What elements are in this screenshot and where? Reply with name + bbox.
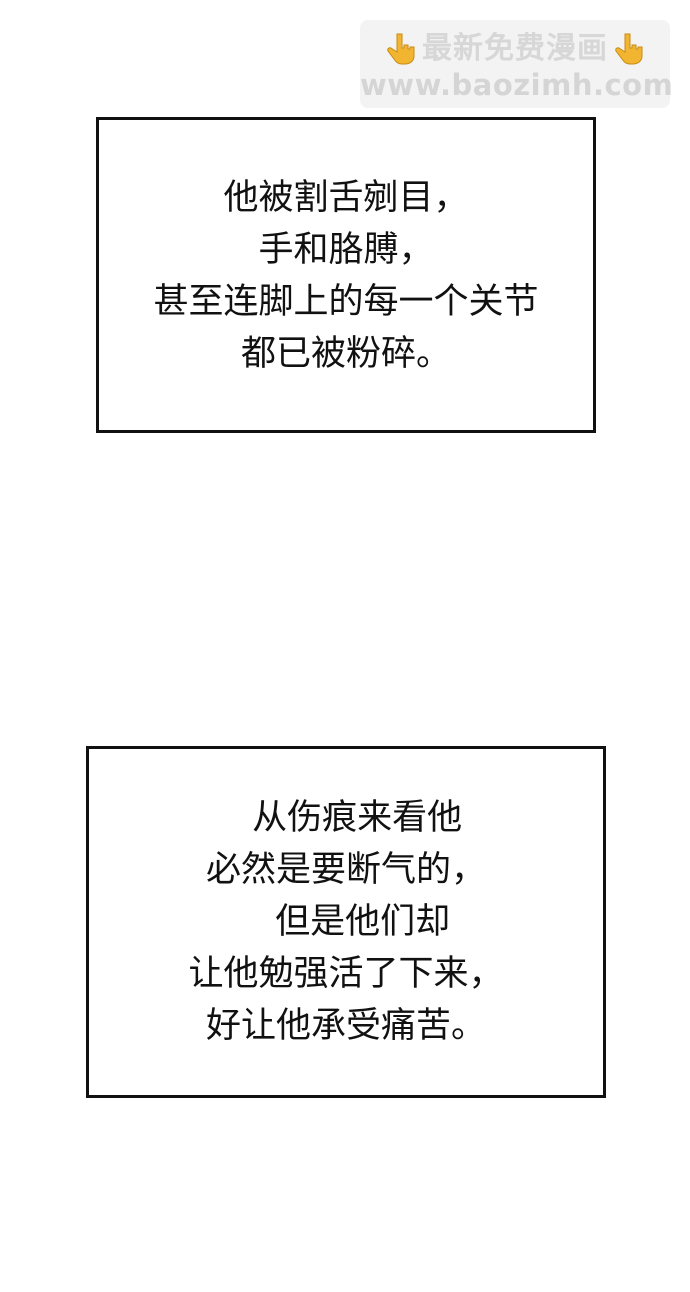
pointing-down-hand-icon bbox=[614, 32, 644, 66]
narration-text-2: 从伤痕来看他 必然是要断气的， 但是他们却 让他勉强活了下来， 好让他承受痛苦。 bbox=[188, 792, 503, 1052]
narration-line: 手和胳膊， bbox=[258, 230, 434, 270]
pointing-down-hand-icon bbox=[386, 32, 416, 66]
narration-line: 但是他们却 bbox=[241, 902, 451, 942]
narration-line: 必然是要断气的， bbox=[205, 850, 486, 890]
narration-line: 好让他承受痛苦。 bbox=[205, 1006, 486, 1046]
narration-line: 都已被粉碎。 bbox=[240, 334, 451, 374]
watermark-title-row: 最新免费漫画 bbox=[360, 30, 670, 68]
watermark-badge: 最新免费漫画 www.baozimh.com bbox=[360, 20, 674, 108]
narration-box-1: 他被割舌剜目， 手和胳膊， 甚至连脚上的每一个关节 都已被粉碎。 bbox=[96, 117, 596, 433]
watermark-url: www.baozimh.com bbox=[360, 68, 674, 102]
narration-line: 让他勉强活了下来， bbox=[188, 954, 504, 994]
narration-box-2: 从伤痕来看他 必然是要断气的， 但是他们却 让他勉强活了下来， 好让他承受痛苦。 bbox=[86, 746, 606, 1098]
watermark-title: 最新免费漫画 bbox=[422, 31, 608, 66]
narration-text-1: 他被割舌剜目， 手和胳膊， 甚至连脚上的每一个关节 都已被粉碎。 bbox=[153, 172, 538, 380]
narration-line: 甚至连脚上的每一个关节 bbox=[153, 282, 539, 322]
narration-line: 他被割舌剜目， bbox=[223, 178, 469, 218]
narration-line: 从伤痕来看他 bbox=[229, 798, 463, 838]
